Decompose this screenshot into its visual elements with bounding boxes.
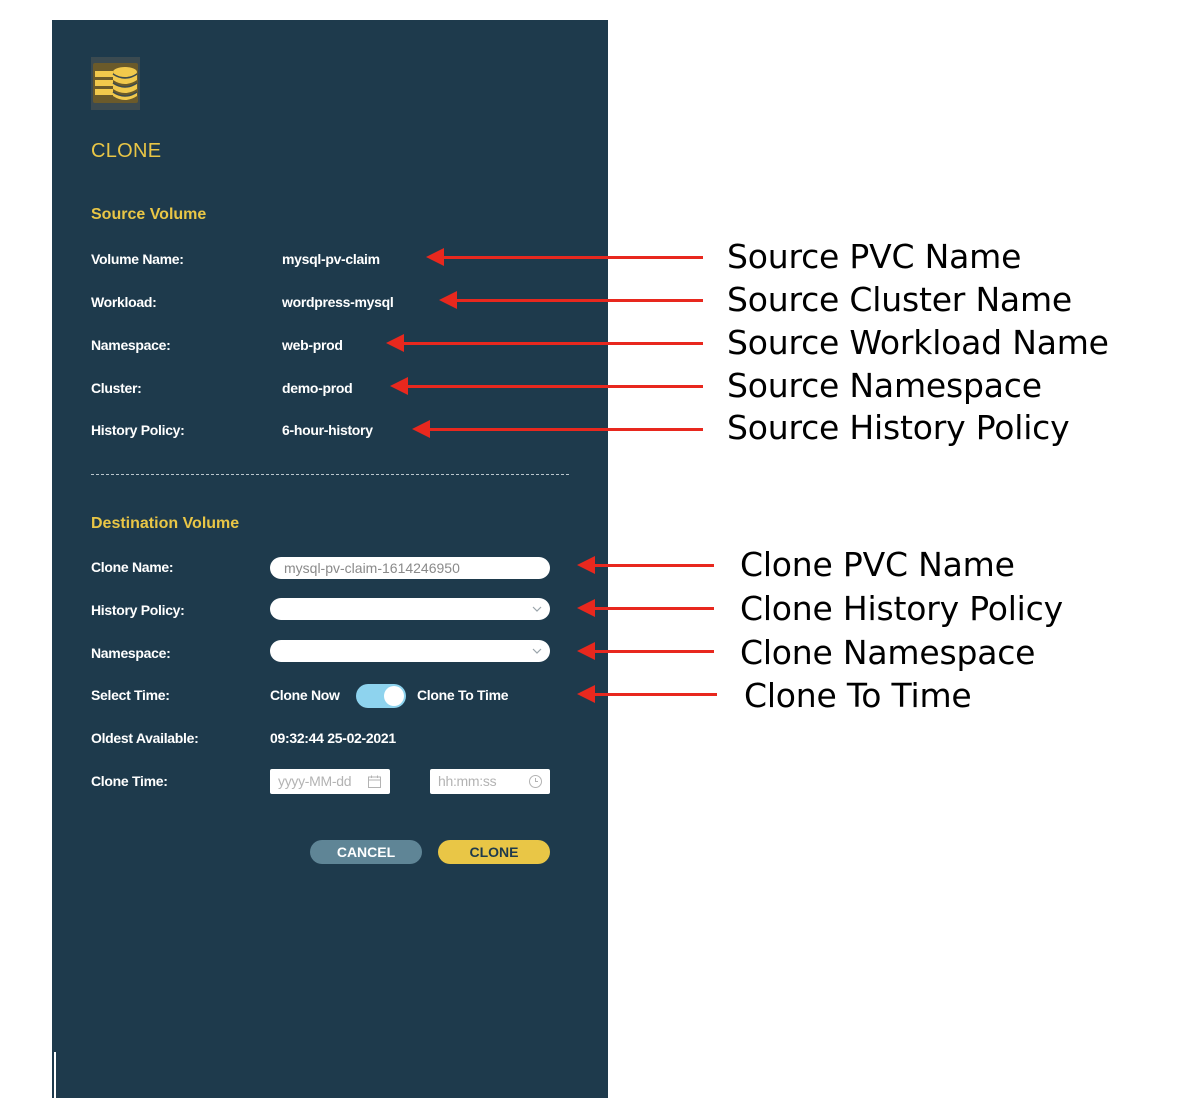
clone-name-label: Clone Name:: [91, 559, 174, 575]
arrow-clone-history-policy: [577, 599, 714, 617]
arrow-clone-namespace: [577, 642, 714, 660]
time-placeholder: hh:mm:ss: [438, 773, 497, 789]
source-volume-name-value: mysql-pv-claim: [282, 251, 380, 267]
clone-to-time-label: Clone To Time: [417, 687, 509, 703]
source-cluster-label: Cluster:: [91, 380, 142, 396]
source-workload-value: wordpress-mysql: [282, 294, 394, 310]
clock-icon: [529, 775, 542, 788]
oldest-available-value: 09:32:44 25-02-2021: [270, 730, 396, 746]
annotation-source-pvc-name: Source PVC Name: [727, 237, 1022, 276]
clone-dialog: CLONE Source Volume Volume Name: mysql-p…: [52, 20, 608, 1098]
clone-history-policy-label: History Policy:: [91, 602, 185, 618]
arrow-source-pvc-name: [426, 248, 703, 266]
clone-now-label: Clone Now: [270, 687, 340, 703]
calendar-icon: [368, 775, 381, 788]
panel-edge-mark: [54, 1052, 56, 1098]
clone-time-label: Clone Time:: [91, 773, 168, 789]
clone-time-toggle[interactable]: [356, 684, 406, 708]
clone-namespace-select[interactable]: [270, 640, 550, 662]
arrow-source-namespace: [390, 377, 703, 395]
oldest-available-label: Oldest Available:: [91, 730, 199, 746]
source-cluster-value: demo-prod: [282, 380, 353, 396]
chevron-down-icon: [532, 648, 542, 654]
clone-name-input[interactable]: [270, 557, 550, 579]
annotation-source-namespace: Source Namespace: [727, 366, 1042, 405]
arrow-source-cluster-name: [439, 291, 703, 309]
annotation-clone-namespace: Clone Namespace: [740, 633, 1036, 672]
section-divider: [91, 474, 569, 475]
source-history-policy-label: History Policy:: [91, 422, 185, 438]
annotation-source-cluster-name: Source Cluster Name: [727, 280, 1073, 319]
arrow-source-workload-name: [386, 334, 703, 352]
clone-namespace-label: Namespace:: [91, 645, 171, 661]
select-time-label: Select Time:: [91, 687, 170, 703]
source-workload-label: Workload:: [91, 294, 157, 310]
annotation-clone-to-time: Clone To Time: [744, 676, 972, 715]
arrow-clone-pvc-name: [577, 556, 714, 574]
annotation-source-history-policy: Source History Policy: [727, 408, 1070, 447]
dialog-title: CLONE: [91, 140, 162, 162]
source-history-policy-value: 6-hour-history: [282, 422, 373, 438]
clone-history-policy-select[interactable]: [270, 598, 550, 620]
toggle-knob: [384, 686, 404, 706]
arrow-source-history-policy: [412, 420, 703, 438]
source-section-title: Source Volume: [91, 206, 207, 223]
database-stack-icon: [91, 57, 140, 110]
clone-time-input[interactable]: hh:mm:ss: [430, 769, 550, 794]
source-namespace-label: Namespace:: [91, 337, 171, 353]
date-placeholder: yyyy-MM-dd: [278, 773, 352, 789]
clone-button[interactable]: CLONE: [438, 840, 550, 864]
source-volume-name-label: Volume Name:: [91, 251, 184, 267]
arrow-clone-to-time: [577, 685, 717, 703]
cancel-button[interactable]: CANCEL: [310, 840, 422, 864]
clone-date-input[interactable]: yyyy-MM-dd: [270, 769, 390, 794]
destination-section-title: Destination Volume: [91, 515, 240, 532]
annotation-clone-pvc-name: Clone PVC Name: [740, 545, 1015, 584]
source-namespace-value: web-prod: [282, 337, 343, 353]
chevron-down-icon: [532, 606, 542, 612]
annotation-source-workload-name: Source Workload Name: [727, 323, 1109, 362]
annotation-clone-history-policy: Clone History Policy: [740, 589, 1063, 628]
